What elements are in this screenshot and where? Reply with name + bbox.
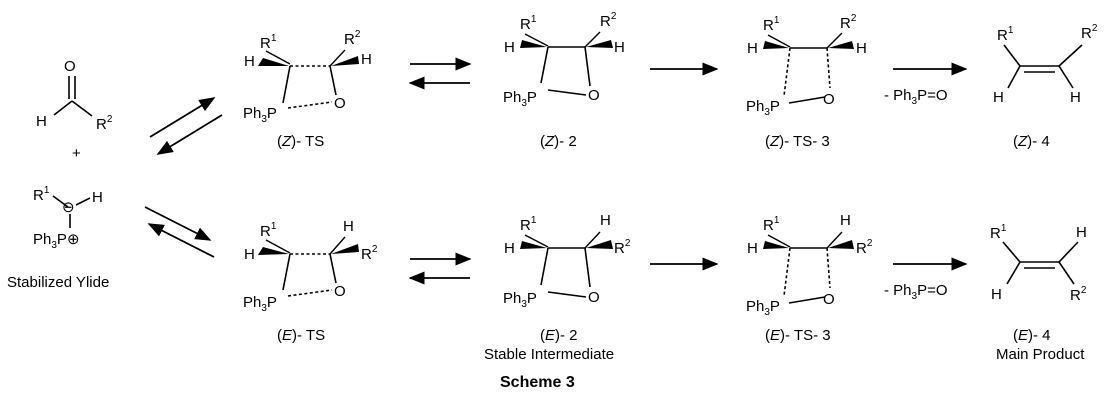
svg-text:H: H	[1076, 224, 1087, 241]
svg-text:H: H	[504, 240, 515, 257]
aldehyde-r-sup: 2	[107, 114, 113, 125]
svg-text:R1: R1	[763, 15, 780, 34]
svg-text:H: H	[504, 39, 515, 56]
svg-text:Ph3P: Ph3P	[746, 98, 780, 118]
ylide-phosphonium: ⊕	[67, 231, 80, 248]
aldehyde: O H R2	[36, 58, 113, 133]
svg-text:H: H	[1070, 89, 1081, 106]
ylide: R1 ⊖ H Ph3P⊕	[33, 185, 103, 251]
ylide-r-sup: 1	[44, 185, 50, 196]
svg-text:R2: R2	[361, 244, 378, 263]
svg-text:O: O	[588, 289, 600, 306]
svg-text:H: H	[991, 286, 1002, 303]
svg-text:R1: R1	[33, 185, 50, 204]
z-4-structure: R1 R2 H H	[993, 23, 1098, 106]
svg-text:R2: R2	[1070, 285, 1087, 304]
svg-text:O: O	[334, 283, 346, 300]
svg-text:Ph3P: Ph3P	[746, 298, 780, 318]
svg-text:Ph3P: Ph3P	[243, 294, 277, 314]
svg-text:Ph3P: Ph3P	[503, 290, 537, 310]
label-z-ts3: (Z)- TS- 3	[765, 133, 830, 150]
label-e-4: (E)- 4	[1013, 327, 1051, 344]
z-ts-structure: R1 R2 H H O Ph3P	[243, 29, 372, 125]
label-z-ts: (Z)- TS	[277, 133, 324, 150]
label-z-4: (Z)- 4	[1013, 133, 1050, 150]
svg-text:H: H	[856, 40, 867, 57]
plus-sign: +	[72, 145, 81, 162]
label-e-ts3: (E)- TS- 3	[765, 327, 831, 344]
svg-text:R2: R2	[1081, 23, 1098, 42]
aldehyde-oxygen: O	[64, 58, 76, 75]
equilibrium-z-ts-2	[408, 57, 472, 90]
label-z-2: (Z)- 2	[540, 133, 577, 150]
byproduct-z: - Ph3P=O	[884, 87, 948, 107]
aldehyde-hydrogen: H	[36, 113, 47, 130]
aldehyde-r: R	[96, 116, 107, 133]
svg-text:R1: R1	[260, 33, 277, 52]
svg-text:Ph3P: Ph3P	[503, 89, 537, 109]
e-ts-structure: R1 H H R2 O Ph3P	[243, 218, 378, 314]
note-main-product: Main Product	[996, 346, 1085, 363]
z-2-structure: R1 R2 H H O Ph3P	[503, 11, 625, 109]
svg-text:R1: R1	[997, 25, 1014, 44]
svg-text:R1: R1	[520, 14, 537, 33]
svg-text:H: H	[244, 246, 255, 263]
svg-text:R2: R2	[344, 29, 361, 48]
z-ts3-structure: R1 R2 H H O Ph3P	[746, 13, 867, 118]
svg-text:R1: R1	[260, 221, 277, 240]
svg-text:H: H	[244, 53, 255, 70]
reagent-label: Stabilized Ylide	[7, 274, 109, 291]
svg-text:H: H	[747, 240, 758, 257]
ylide-ph: Ph	[33, 231, 51, 248]
equilibrium-e-ts-2	[408, 252, 472, 285]
byproduct-e: - Ph3P=O	[884, 282, 948, 302]
svg-text:Ph3P⊕: Ph3P⊕	[33, 231, 80, 251]
svg-text:R2: R2	[600, 11, 617, 30]
equilibrium-to-e	[144, 206, 215, 258]
e-4-structure: R1 H H R2	[990, 223, 1087, 304]
e-2-structure: R1 H H R2 O Ph3P	[503, 212, 631, 310]
svg-text:O: O	[823, 291, 835, 308]
svg-text:R1: R1	[990, 223, 1007, 242]
e-ts3-structure: R1 H H R2 O Ph3P	[746, 212, 873, 318]
svg-text:H: H	[840, 212, 851, 229]
svg-text:H: H	[600, 212, 611, 229]
svg-text:R2: R2	[614, 238, 631, 257]
label-e-ts: (E)- TS	[277, 327, 325, 344]
equilibrium-to-z	[149, 97, 223, 155]
svg-text:H: H	[361, 51, 372, 68]
svg-text:Ph3P: Ph3P	[243, 105, 277, 125]
svg-text:H: H	[747, 40, 758, 57]
scheme-caption: Scheme 3	[500, 374, 575, 391]
svg-text:O: O	[334, 95, 346, 112]
ylide-r: R	[33, 187, 44, 204]
svg-text:R2: R2	[840, 13, 857, 32]
svg-text:R1: R1	[763, 215, 780, 234]
ylide-hydrogen: H	[92, 189, 103, 206]
svg-text:R1: R1	[520, 215, 537, 234]
svg-text:R2: R2	[96, 114, 113, 133]
svg-text:O: O	[823, 91, 835, 108]
svg-text:H: H	[343, 218, 354, 235]
svg-text:H: H	[993, 89, 1004, 106]
label-e-2: (E)- 2	[540, 327, 578, 344]
svg-text:R2: R2	[856, 238, 873, 257]
svg-text:H: H	[614, 39, 625, 56]
svg-text:O: O	[588, 87, 600, 104]
note-stable-intermediate: Stable Intermediate	[484, 346, 614, 363]
ylide-carbanion: ⊖	[62, 199, 75, 216]
